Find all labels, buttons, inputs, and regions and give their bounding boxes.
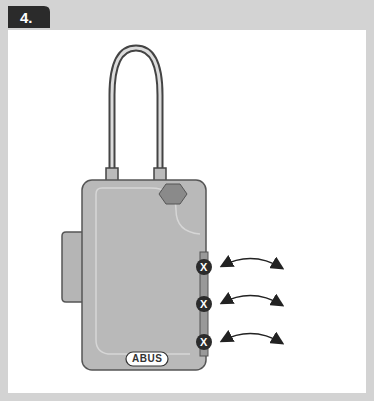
rotation-arrow [222, 258, 282, 268]
dial-mark: X [200, 262, 207, 273]
step-number: 4. [20, 10, 33, 25]
cable-shackle [112, 48, 160, 178]
dial-wheel [196, 259, 212, 275]
dial-mark: X [200, 299, 207, 310]
brand-logo: ABUS [132, 354, 162, 364]
logo-badge [126, 352, 168, 366]
indicator-hexagon [159, 184, 187, 204]
rotation-arrow [222, 333, 282, 343]
body-contour [96, 194, 190, 354]
dial-wheel [196, 334, 212, 350]
lock-body [82, 180, 206, 370]
dial-wheel [196, 296, 212, 312]
dial-mark: X [200, 337, 207, 348]
side-button [62, 232, 84, 302]
dial-channel [200, 252, 208, 356]
step-badge [8, 6, 50, 28]
cable-shackle-inner [112, 48, 160, 178]
rotation-arrow [222, 295, 282, 305]
